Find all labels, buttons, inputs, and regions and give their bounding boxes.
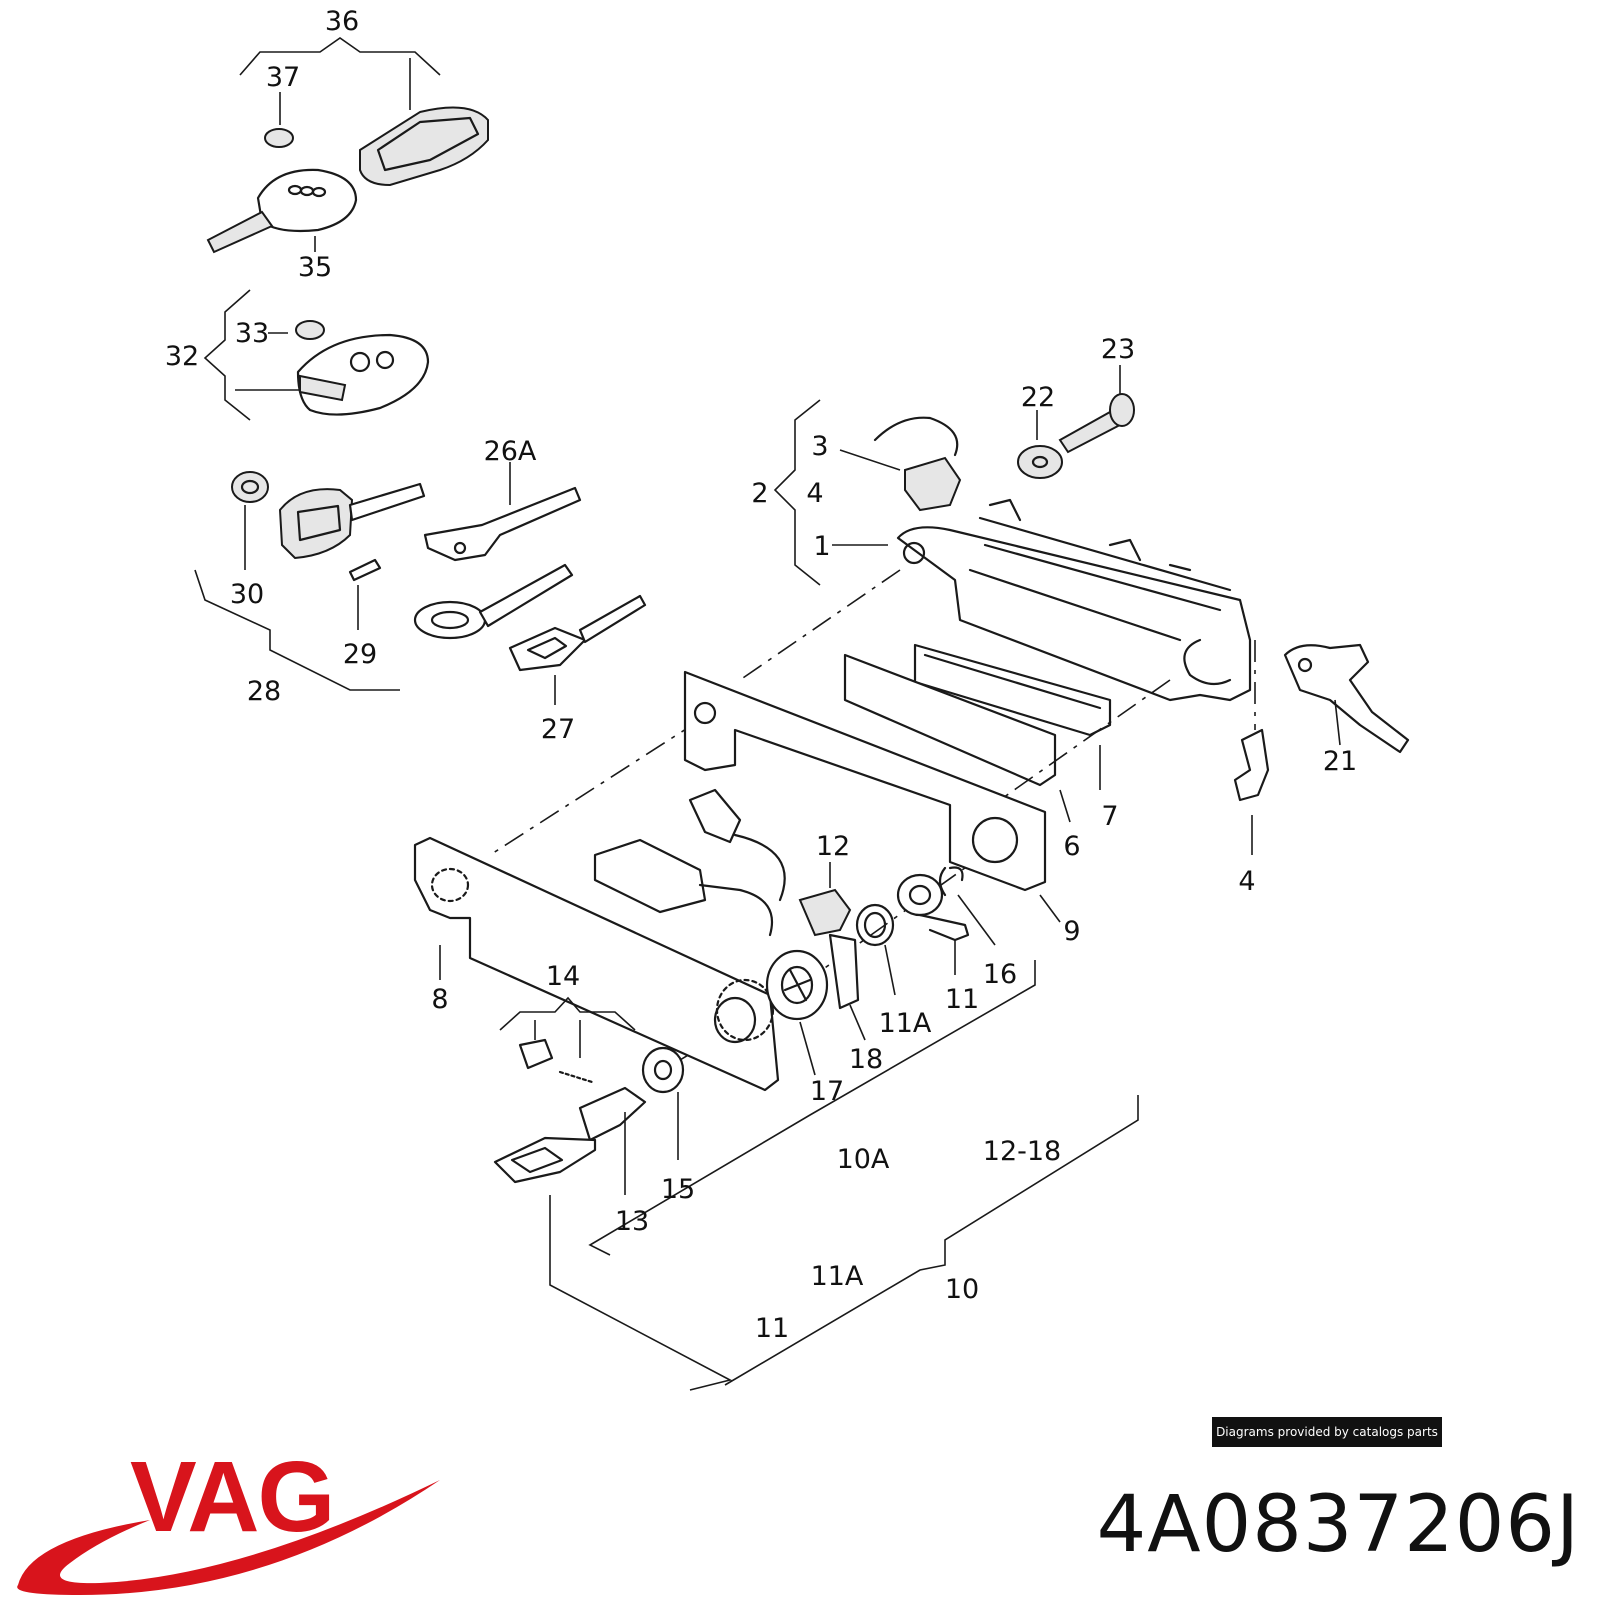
callout-12: 12 bbox=[816, 831, 850, 862]
part-lock-barrel-17 bbox=[765, 949, 829, 1076]
part-circlip-16 bbox=[938, 866, 996, 946]
part-handle-8 bbox=[413, 836, 780, 1092]
part-lock-cylinder-13 bbox=[493, 1086, 647, 1195]
part-switch-12 bbox=[798, 862, 860, 1010]
callout-1: 1 bbox=[813, 531, 830, 562]
callout-21: 21 bbox=[1323, 746, 1357, 777]
callout-16: 16 bbox=[983, 959, 1017, 990]
part-key-head-big bbox=[278, 482, 426, 560]
part-number: 4A0837206J bbox=[1096, 1480, 1580, 1570]
callout-32: 32 bbox=[165, 341, 199, 372]
part-nut-15 bbox=[641, 1046, 685, 1160]
assembly-line-2 bbox=[999, 679, 1171, 801]
callout-11a-lower: 11A bbox=[811, 1261, 864, 1292]
callout-4-bottom: 4 bbox=[1238, 866, 1255, 897]
callout-11-upper: 11 bbox=[945, 984, 979, 1015]
callout-3: 3 bbox=[811, 431, 828, 462]
callout-27: 27 bbox=[541, 714, 575, 745]
brand-name: VAG bbox=[130, 1441, 335, 1553]
part-lever-21 bbox=[1283, 643, 1410, 754]
part-key-blank-26a bbox=[423, 462, 582, 562]
part-washer-22 bbox=[1017, 410, 1063, 479]
leader-18 bbox=[849, 1004, 866, 1041]
part-handle-bracket-1 bbox=[832, 498, 1252, 702]
part-key-27 bbox=[508, 594, 647, 705]
part-ring-key bbox=[413, 563, 574, 640]
callout-14: 14 bbox=[546, 961, 580, 992]
callout-10a: 10A bbox=[837, 1144, 890, 1175]
assembly-line-3 bbox=[489, 719, 701, 856]
part-lock-tumbler-30 bbox=[231, 471, 269, 570]
part-harness-connector bbox=[593, 788, 786, 937]
callout-37: 37 bbox=[266, 62, 300, 93]
callout-9: 9 bbox=[1063, 916, 1080, 947]
part-folding-key-35 bbox=[206, 168, 358, 254]
bracket-11 bbox=[549, 1195, 733, 1391]
callout-2: 2 bbox=[751, 478, 768, 509]
callout-30: 30 bbox=[230, 579, 264, 610]
assembly-line-1 bbox=[739, 569, 901, 681]
callout-6: 6 bbox=[1063, 831, 1080, 862]
part-screw-set-14 bbox=[499, 996, 636, 1084]
part-remote-key-housing bbox=[239, 37, 489, 187]
callout-15: 15 bbox=[661, 1174, 695, 1205]
callout-18: 18 bbox=[849, 1044, 883, 1075]
part-remote-32 bbox=[203, 289, 430, 421]
callout-11-lower: 11 bbox=[755, 1313, 789, 1344]
part-lock-gear-11 bbox=[896, 873, 970, 975]
brand-swoosh bbox=[17, 1480, 441, 1595]
callout-33: 33 bbox=[235, 318, 269, 349]
callout-11a-upper: 11A bbox=[879, 1008, 932, 1039]
callout-23: 23 bbox=[1101, 334, 1135, 365]
callout-13: 13 bbox=[615, 1206, 649, 1237]
part-bracket-brace-2 bbox=[773, 399, 821, 586]
part-clip-4 bbox=[1233, 728, 1270, 855]
part-microswitch-3 bbox=[839, 416, 962, 512]
callout-12-18: 12-18 bbox=[983, 1136, 1061, 1167]
callout-17: 17 bbox=[810, 1076, 844, 1107]
callout-10: 10 bbox=[945, 1274, 979, 1305]
callout-7: 7 bbox=[1101, 801, 1118, 832]
part-gasket-9 bbox=[683, 670, 1061, 923]
callout-22: 22 bbox=[1021, 382, 1055, 413]
credit-badge: Diagrams provided by catalogs parts bbox=[1212, 1417, 1442, 1447]
part-trim-cover-6 bbox=[843, 653, 1071, 823]
callout-4-top: 4 bbox=[806, 478, 823, 509]
bracket-10 bbox=[724, 1095, 1139, 1386]
callout-29: 29 bbox=[343, 639, 377, 670]
callout-26a: 26A bbox=[484, 436, 537, 467]
part-spring-11a bbox=[855, 903, 896, 996]
bracket-28 bbox=[194, 569, 400, 691]
part-coin-battery-37 bbox=[264, 92, 294, 148]
brand-logo: VAG bbox=[10, 1445, 450, 1595]
callout-8: 8 bbox=[431, 984, 448, 1015]
part-spring-29 bbox=[348, 558, 382, 630]
callout-35: 35 bbox=[298, 252, 332, 283]
part-trim-strip-7 bbox=[913, 643, 1112, 790]
bracket-10a bbox=[588, 960, 1036, 1256]
part-bolt-23 bbox=[1058, 365, 1135, 454]
callout-28: 28 bbox=[247, 676, 281, 707]
callout-36: 36 bbox=[325, 6, 359, 37]
